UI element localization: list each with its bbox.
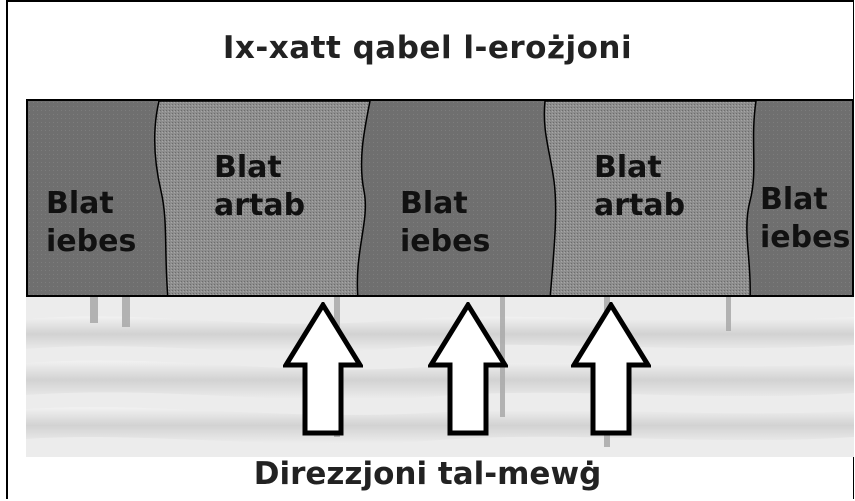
sea-waves-graphic <box>26 297 854 457</box>
band-2-line1: Blat <box>214 150 282 185</box>
sea-area <box>26 297 854 457</box>
band-4-line1: Blat <box>594 150 662 185</box>
band-5-line2: iebes <box>760 220 851 255</box>
soft-rock-band-2 <box>543 101 757 295</box>
band-label-1: Blat iebes <box>46 185 136 261</box>
wave-direction-arrow-icon <box>283 302 363 436</box>
rock-strip: Blat iebes Blat artab Blat iebes Blat ar… <box>26 99 854 297</box>
band-label-5: Blat iebes <box>760 181 850 257</box>
band-1-line1: Blat <box>46 186 114 221</box>
soft-rock-band-1 <box>153 101 371 295</box>
wave-direction-caption: Direzzjoni tal-mewġ <box>253 456 602 492</box>
diagram-title: Ix-xatt qabel l-erożjoni <box>222 30 633 66</box>
band-4-line2: artab <box>594 188 686 223</box>
band-3-line1: Blat <box>400 186 468 221</box>
band-label-3: Blat iebes <box>400 185 490 261</box>
band-5-line1: Blat <box>760 182 828 217</box>
rock-bands-graphic <box>28 101 852 295</box>
band-label-4: Blat artab <box>594 149 685 225</box>
band-1-line2: iebes <box>46 224 137 259</box>
band-3-line2: iebes <box>400 224 491 259</box>
band-2-line2: artab <box>214 188 306 223</box>
wave-direction-arrow-icon <box>428 302 508 436</box>
wave-direction-arrow-icon <box>571 302 651 436</box>
band-label-2: Blat artab <box>214 149 305 225</box>
